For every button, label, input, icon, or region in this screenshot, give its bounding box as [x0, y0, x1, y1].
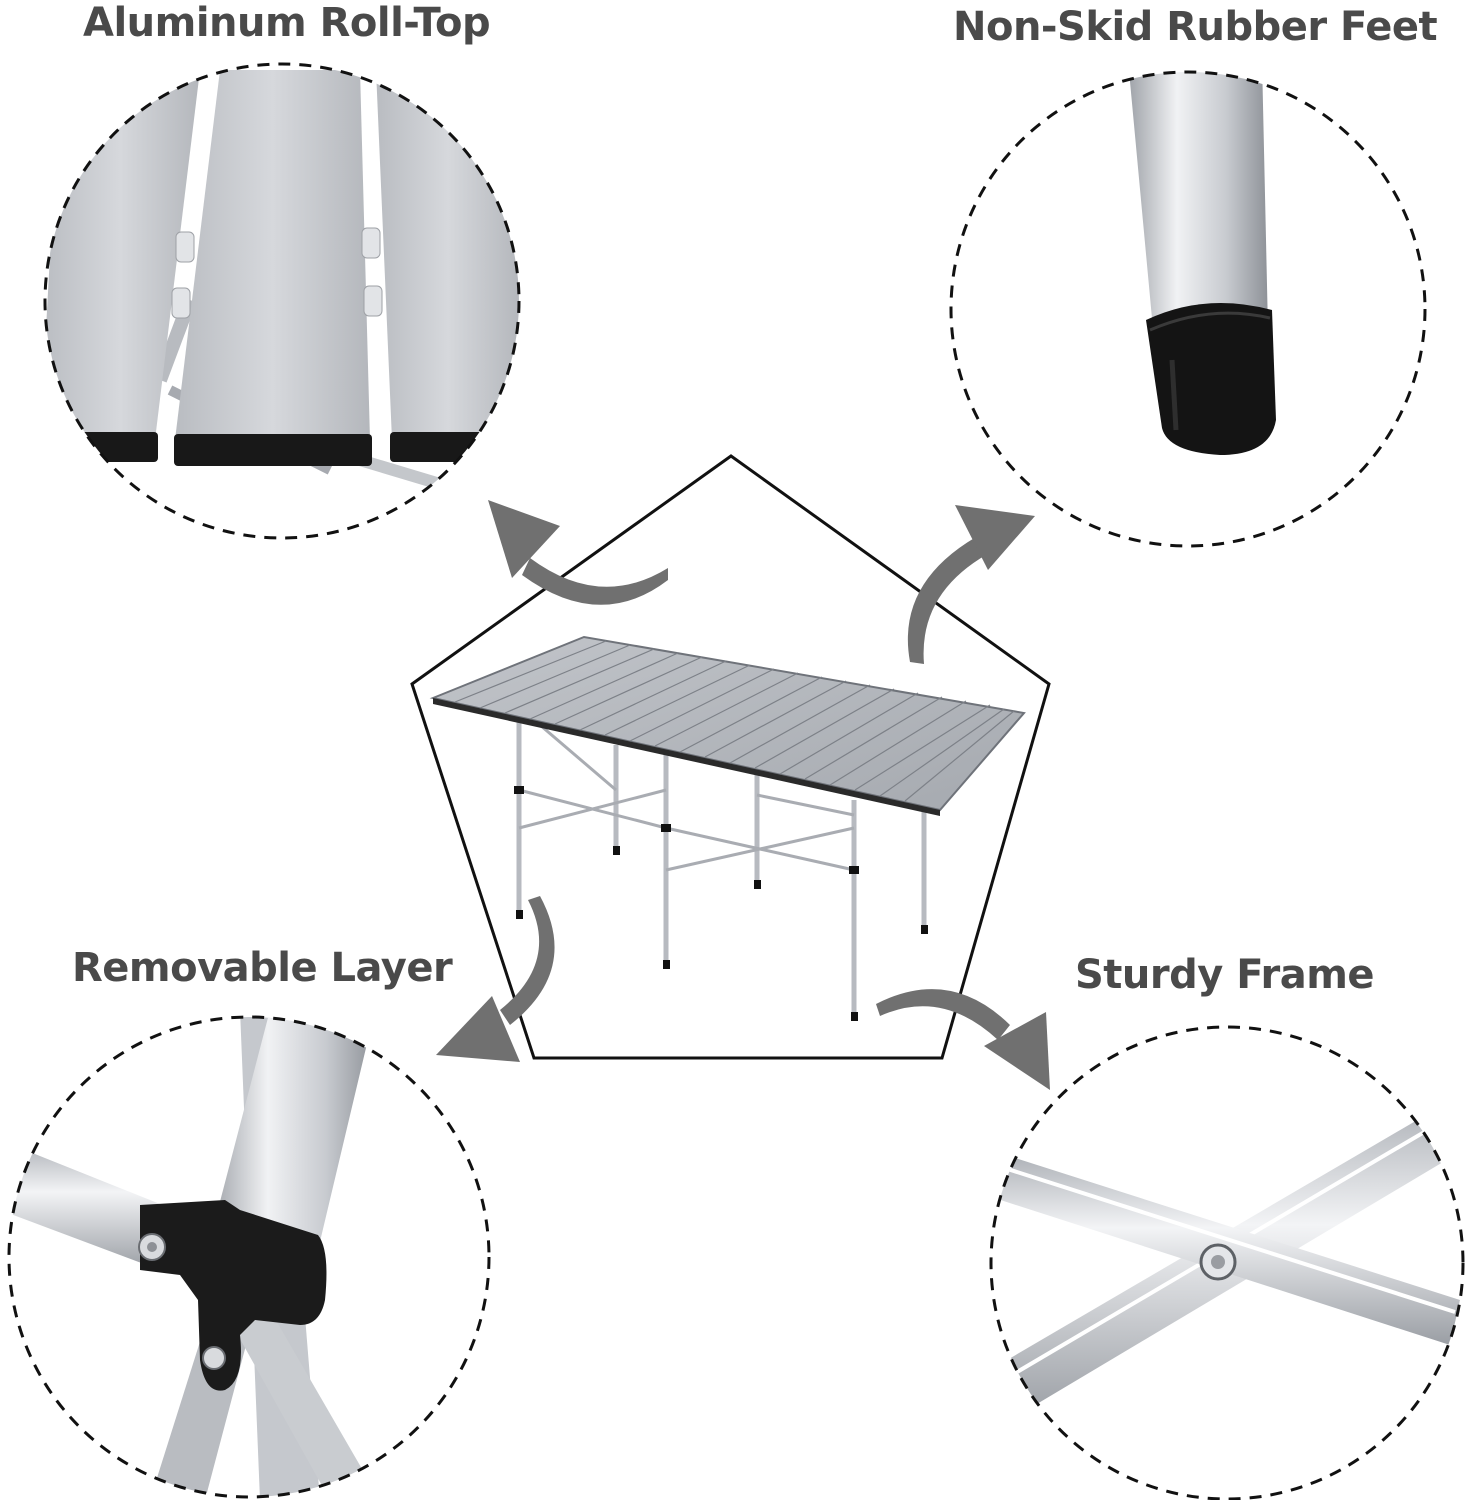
sturdy-frame-detail — [989, 1025, 1465, 1500]
arrow-to-rubber-feet-icon — [907, 505, 1035, 664]
sturdy-frame-label: Sturdy Frame — [1075, 952, 1375, 998]
removable-layer-label: Removable Layer — [72, 945, 453, 991]
roll-top-detail — [43, 62, 521, 540]
arrow-to-roll-top-icon — [488, 500, 668, 605]
removable-layer-detail — [7, 1015, 491, 1499]
roll-top-label: Aluminum Roll-Top — [83, 0, 491, 46]
callout-arrows — [436, 500, 1050, 1090]
center-product — [410, 454, 1051, 1060]
table-image — [429, 635, 1026, 1021]
rubber-feet-detail — [949, 70, 1427, 548]
rubber-feet-label: Non-Skid Rubber Feet — [953, 4, 1438, 50]
arrow-to-sturdy-frame-icon — [876, 989, 1050, 1090]
arrow-to-removable-layer-icon — [436, 896, 555, 1062]
